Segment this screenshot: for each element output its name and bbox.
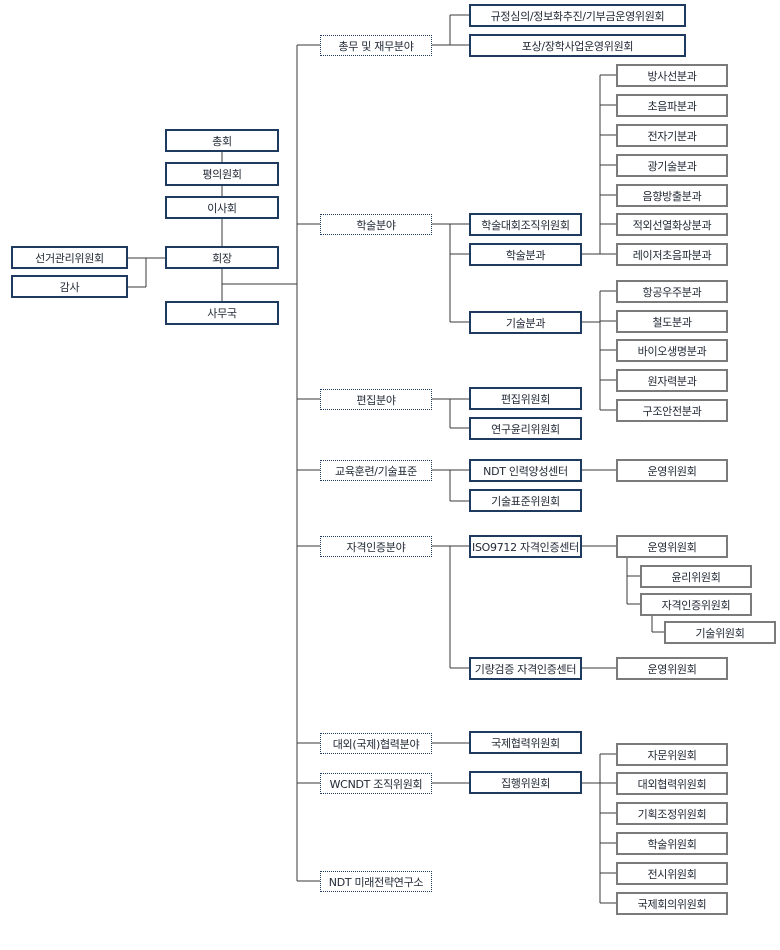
training-operating-committee-box: 운영위원회	[616, 459, 728, 482]
editorial-committee-box: 편집위원회	[469, 387, 582, 410]
division-international: 대외(국제)협력분야	[320, 733, 432, 754]
technical-division-box: 기술분과	[469, 311, 582, 334]
division-certification: 자격인증분야	[320, 536, 432, 557]
division-admin: 총무 및 재무분야	[320, 35, 432, 56]
academic-division-box: 학술분과	[469, 243, 582, 266]
tech-committee-box: 기술위원회	[664, 621, 776, 644]
technical-subdivision-4: 원자력분과	[616, 369, 728, 392]
wcndt-executive-box: 집행위원회	[469, 771, 582, 794]
technical-subdivision-5: 구조안전분과	[616, 399, 728, 422]
training-center-box: NDT 인력양성센터	[469, 459, 582, 482]
division-editorial: 편집분야	[320, 389, 432, 410]
instrument-center-box: 기량검증 자격인증센터	[469, 657, 582, 680]
general-assembly-box: 총회	[165, 129, 279, 152]
research-ethics-committee-box: 연구윤리위원회	[469, 417, 582, 440]
academic-subdivision-1: 방사선분과	[616, 64, 728, 87]
cert-committee-box: 자격인증위원회	[640, 593, 752, 616]
wcndt-subcommittee-6: 국제회의위원회	[616, 892, 728, 915]
wcndt-subcommittee-3: 기획조정위원회	[616, 802, 728, 825]
iso-center-box: ISO9712 자격인증센터	[469, 535, 582, 558]
academic-subdivision-4: 광기술분과	[616, 154, 728, 177]
ethics-committee-box: 윤리위원회	[640, 565, 752, 588]
wcndt-subcommittee-4: 학술위원회	[616, 832, 728, 855]
wcndt-subcommittee-5: 전시위원회	[616, 862, 728, 885]
international-committee-box: 국제협력위원회	[469, 731, 582, 754]
auditor-box: 감사	[11, 275, 128, 298]
instrument-operating-committee-box: 운영위원회	[616, 657, 728, 680]
academic-subdivision-5: 음향방출분과	[616, 184, 728, 207]
division-future: NDT 미래전략연구소	[320, 871, 432, 892]
wcndt-subcommittee-2: 대외협력위원회	[616, 772, 728, 795]
standards-committee-box: 기술표준위원회	[469, 489, 582, 512]
technical-subdivision-2: 철도분과	[616, 310, 728, 333]
admin-committee-2: 포상/장학사업운영위원회	[469, 34, 686, 57]
secretariat-box: 사무국	[165, 301, 279, 325]
wcndt-subcommittee-1: 자문위원회	[616, 743, 728, 766]
academic-subdivision-6: 적외선열화상분과	[616, 213, 728, 236]
division-education: 교육훈련/기술표준	[320, 460, 432, 481]
academic-subdivision-3: 전자기분과	[616, 124, 728, 147]
election-committee-box: 선거관리위원회	[11, 246, 128, 269]
technical-subdivision-3: 바이오생명분과	[616, 339, 728, 362]
academic-subdivision-2: 초음파분과	[616, 94, 728, 117]
admin-committee-1: 규정심의/정보화추진/기부금운영위원회	[469, 4, 686, 27]
conference-committee-box: 학술대회조직위원회	[469, 213, 582, 236]
iso-operating-committee-box: 운영위원회	[616, 535, 728, 558]
academic-subdivision-7: 레이저초음파분과	[616, 243, 728, 266]
council-box: 평의원회	[165, 162, 279, 186]
board-box: 이사회	[165, 196, 279, 219]
president-box: 회장	[165, 246, 279, 269]
division-wcndt: WCNDT 조직위원회	[320, 773, 432, 794]
technical-subdivision-1: 항공우주분과	[616, 280, 728, 303]
division-academic: 학술분야	[320, 214, 432, 235]
